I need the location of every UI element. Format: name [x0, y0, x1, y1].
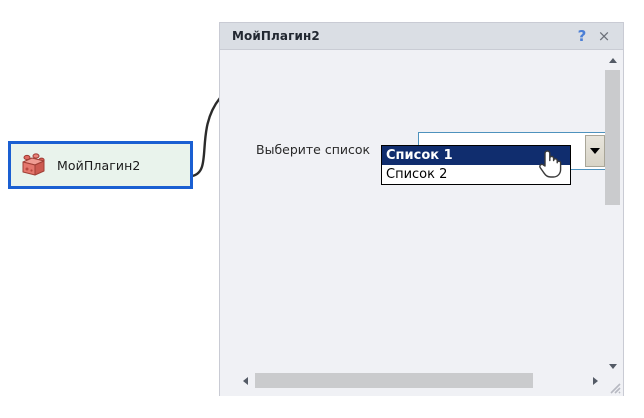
combobox-dropdown-button[interactable] — [585, 135, 605, 167]
dropdown-option-0[interactable]: Список 1 — [382, 146, 570, 165]
horizontal-scrollbar-thumb[interactable] — [255, 373, 533, 388]
resize-grip-icon[interactable] — [607, 380, 621, 394]
scroll-down-arrow-icon[interactable] — [605, 359, 620, 374]
scroll-right-arrow-icon[interactable] — [588, 373, 603, 388]
horizontal-scrollbar[interactable] — [223, 373, 603, 388]
scroll-left-arrow-icon[interactable] — [238, 373, 253, 388]
scroll-up-arrow-icon[interactable] — [605, 53, 620, 68]
node-label: МойПлагин2 — [57, 157, 141, 173]
close-icon[interactable]: × — [597, 26, 611, 45]
help-icon[interactable]: ? — [577, 26, 587, 45]
combo-label: Выберите список — [256, 142, 371, 157]
dialog-body: Выберите список — [220, 50, 623, 396]
list-dropdown-popup[interactable]: Список 1 Список 2 — [381, 145, 571, 185]
dialog-titlebar[interactable]: МойПлагин2 ? × — [220, 23, 623, 50]
vertical-scrollbar[interactable] — [605, 53, 620, 374]
dropdown-option-1[interactable]: Список 2 — [386, 167, 448, 182]
plugin-dialog[interactable]: МойПлагин2 ? × Выберите список — [219, 22, 624, 396]
node-plugin-myplugin2[interactable]: МойПлагин2 — [8, 141, 193, 189]
dialog-title: МойПлагин2 — [232, 29, 320, 43]
plugin-brick-icon — [19, 151, 47, 179]
chevron-down-icon — [590, 148, 600, 154]
vertical-scrollbar-thumb[interactable] — [605, 70, 620, 205]
